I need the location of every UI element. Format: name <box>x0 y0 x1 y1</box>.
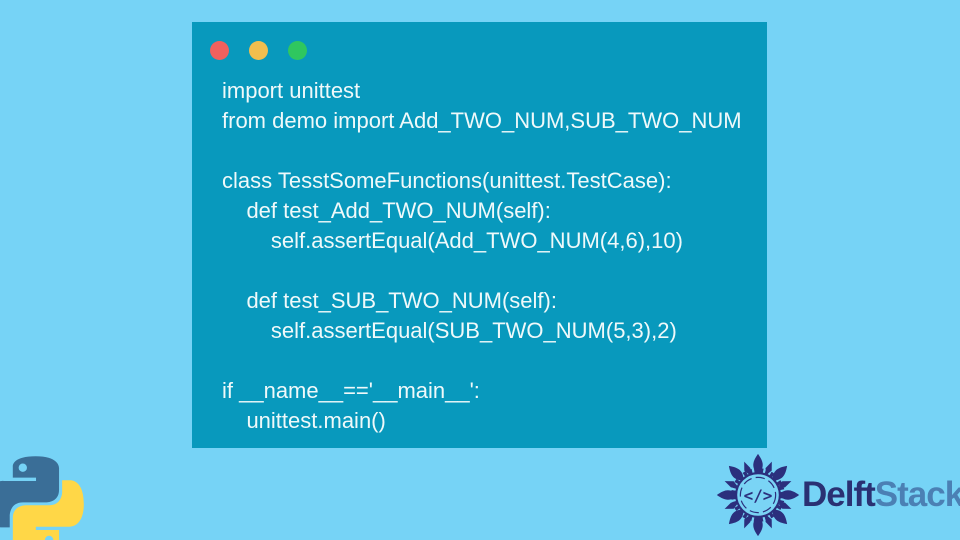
delftstack-logo: </> DelftStack <box>716 453 960 537</box>
code-line <box>222 136 767 166</box>
code-line: if __name__=='__main__': <box>222 378 480 403</box>
code-line: from demo import Add_TWO_NUM,SUB_TWO_NUM <box>222 108 742 133</box>
code-block: import unittest from demo import Add_TWO_… <box>222 76 767 436</box>
delftstack-wordmark-delft: Delft <box>802 475 876 514</box>
code-slash-icon: </> <box>744 486 773 505</box>
code-line: class TesstSomeFunctions(unittest.TestCa… <box>222 168 672 193</box>
window-controls <box>210 41 767 60</box>
python-logo-icon <box>0 456 84 540</box>
code-line: self.assertEqual(SUB_TWO_NUM(5,3),2) <box>222 318 677 343</box>
code-line <box>222 256 767 286</box>
code-line: self.assertEqual(Add_TWO_NUM(4,6),10) <box>222 228 683 253</box>
window-dot-minimize <box>249 41 268 60</box>
window-dot-maximize <box>288 41 307 60</box>
code-snippet-card: import unittest from demo import Add_TWO_… <box>192 22 767 448</box>
delftstack-wordmark-stack: Stack <box>874 475 960 514</box>
code-line: def test_Add_TWO_NUM(self): <box>222 198 551 223</box>
window-dot-close <box>210 41 229 60</box>
delftstack-badge-icon: </> <box>716 453 800 537</box>
code-line <box>222 346 767 376</box>
code-line: unittest.main() <box>222 408 386 433</box>
code-line: import unittest <box>222 78 361 103</box>
code-line: def test_SUB_TWO_NUM(self): <box>222 288 557 313</box>
delftstack-wordmark: DelftStack <box>802 475 960 515</box>
